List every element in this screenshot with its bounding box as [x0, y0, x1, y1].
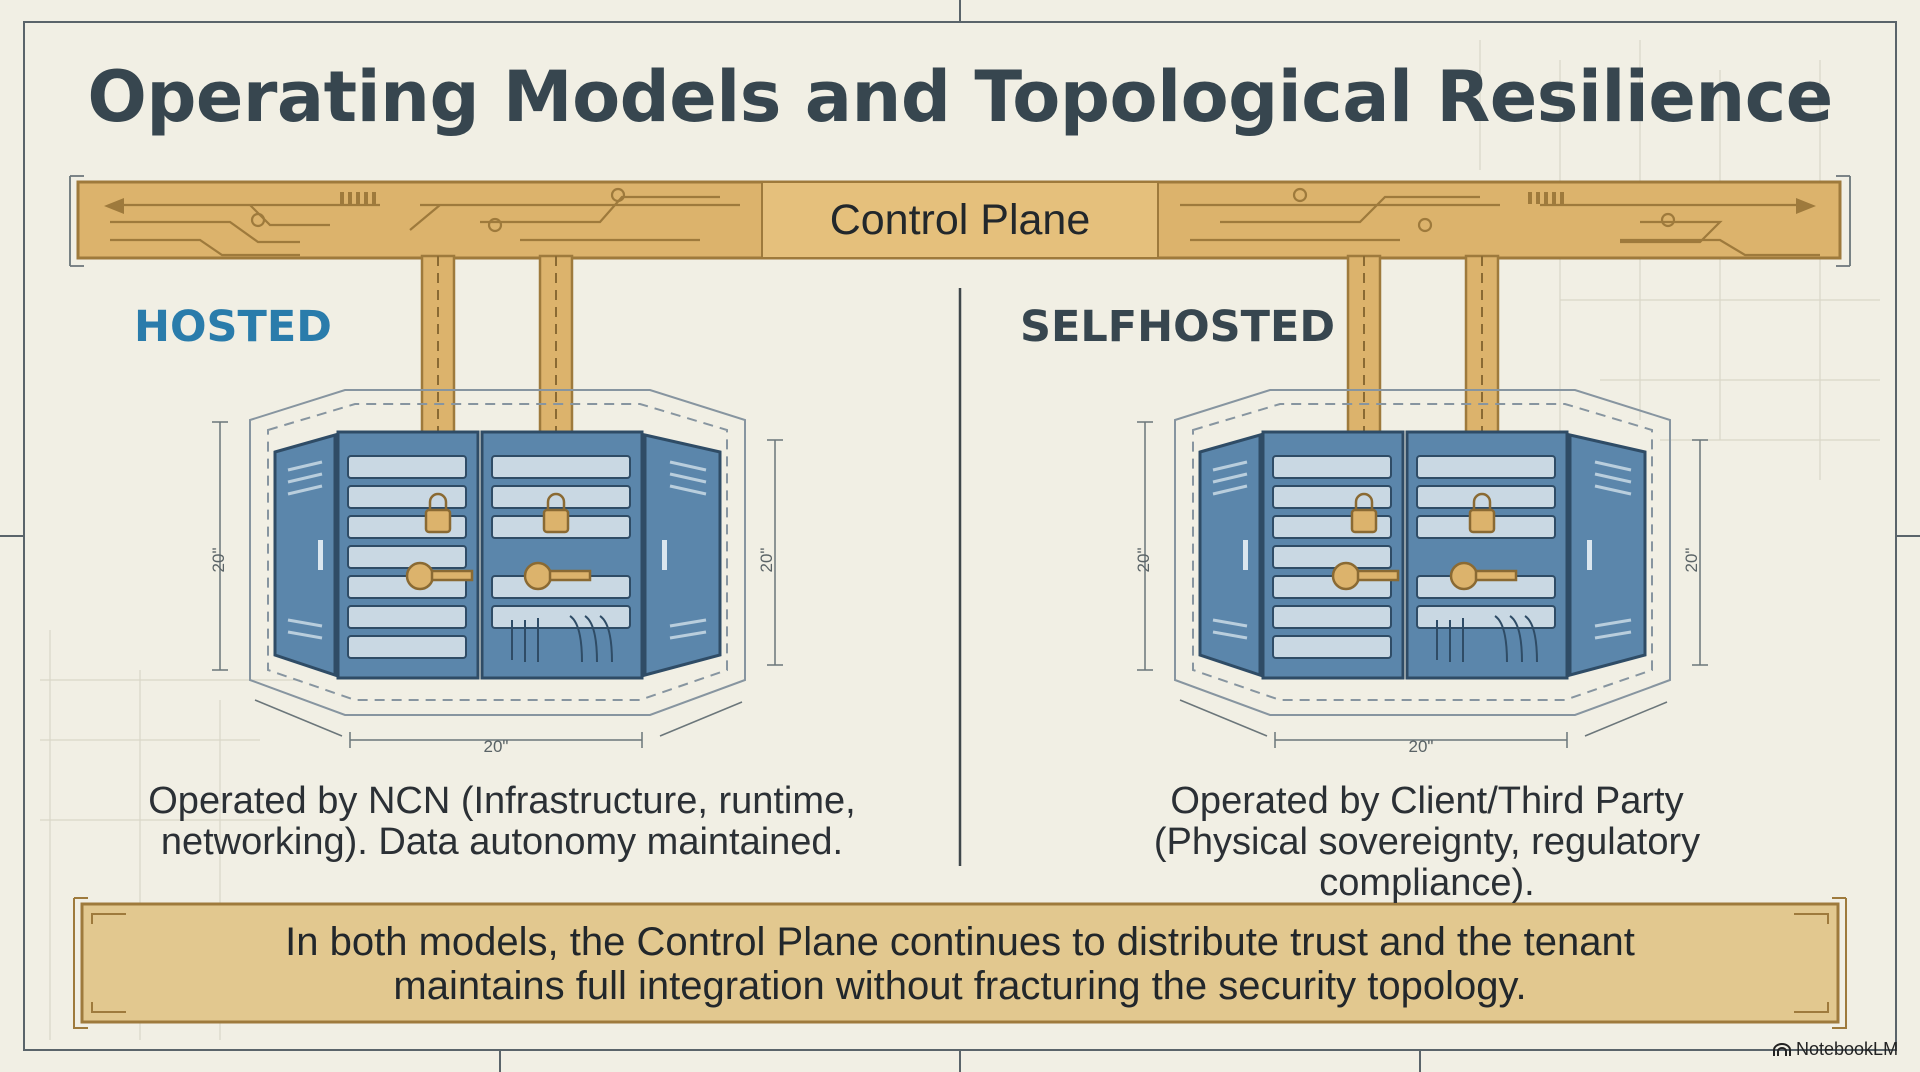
footer-summary: In both models, the Control Plane contin… [80, 920, 1840, 1008]
footer-summary-line2: maintains full integration without fract… [393, 964, 1527, 1008]
selfhosted-width-label: 20" [1409, 737, 1434, 756]
footer-panel [73, 897, 1847, 1029]
notebook-logo-icon [1773, 1042, 1791, 1056]
hosted-width-label: 20" [484, 737, 509, 756]
hosted-description-line2: networking). Data autonomy maintained. [160, 821, 844, 863]
hosted-description-line1: Operated by NCN (Infrastructure, runtime… [148, 780, 856, 822]
selfhosted-description-line2: (Physical sovereignty, regulatory compli… [1153, 821, 1701, 904]
key-icon [405, 561, 1518, 591]
selfhosted-heading: SELFHOSTED [1020, 302, 1336, 352]
control-plane-bar [69, 175, 1851, 267]
selfhosted-description-line1: Operated by Client/Third Party [1170, 780, 1684, 822]
lock-icon [424, 492, 1496, 534]
footer-summary-line1: In both models, the Control Plane contin… [285, 920, 1635, 964]
hosted-height-label: 20" [209, 548, 228, 573]
selfhosted-height-label: 20" [1134, 548, 1153, 573]
brand-watermark: NotebookLM [1772, 1039, 1898, 1060]
hosted-heading: HOSTED [134, 302, 332, 352]
selfhosted-description: Operated by Client/Third Party (Physical… [1047, 781, 1807, 904]
selfhosted-datacenter: 20" 20" 20" [1134, 388, 1710, 756]
hosted-datacenter: 20" 20" 20" [209, 388, 785, 756]
selfhosted-height-label-right: 20" [1682, 548, 1701, 573]
control-plane-label: Control Plane [829, 196, 1091, 244]
page-title: Operating Models and Topological Resilie… [87, 56, 1833, 138]
brand-name: NotebookLM [1796, 1039, 1899, 1059]
hosted-height-label-right: 20" [757, 548, 776, 573]
hosted-description: Operated by NCN (Infrastructure, runtime… [122, 781, 882, 863]
